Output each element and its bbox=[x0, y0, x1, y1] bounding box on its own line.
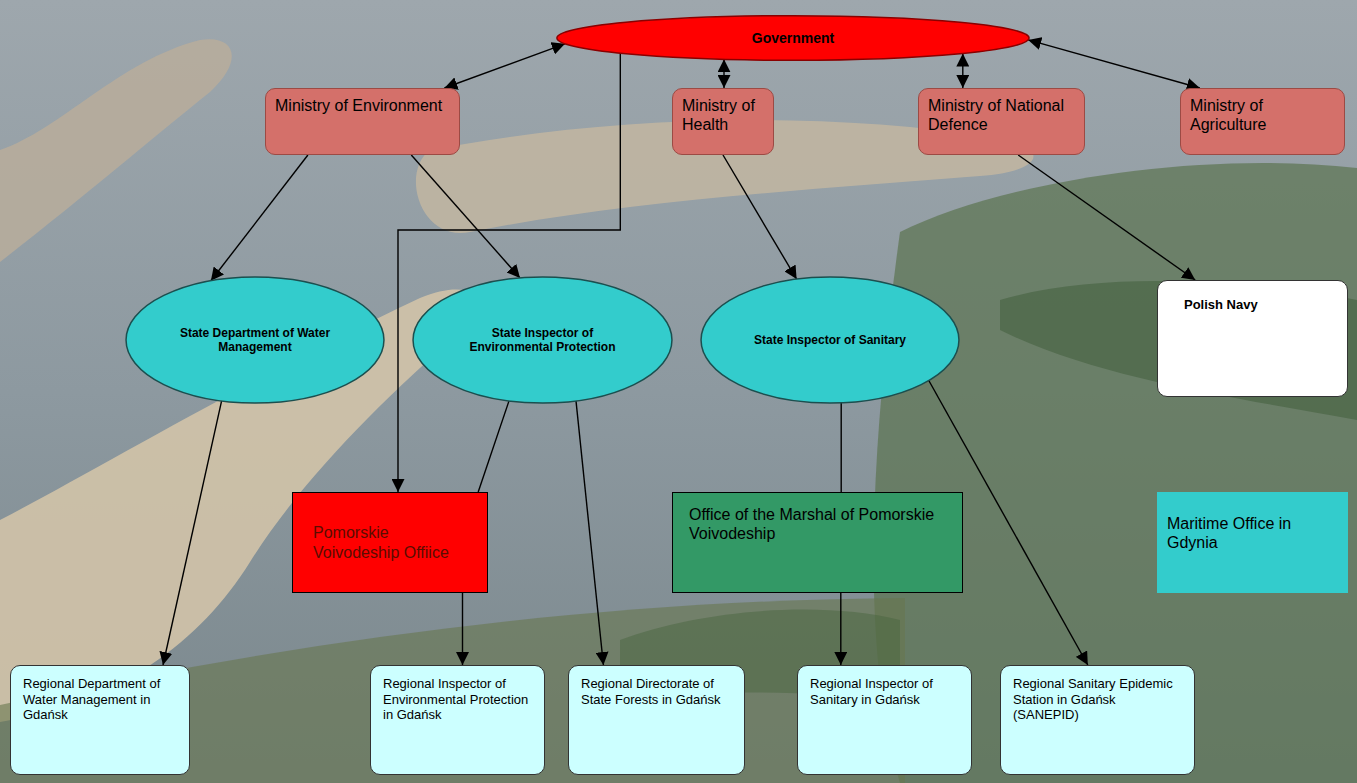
ministry-box: Ministry of National Defence bbox=[918, 88, 1085, 155]
connector-arrow bbox=[411, 155, 520, 278]
node-label: Ministry of Agriculture bbox=[1190, 96, 1335, 134]
connector-arrow bbox=[211, 155, 308, 281]
connector-arrow bbox=[576, 401, 603, 665]
sandbar bbox=[0, 39, 232, 262]
voivodeship-office-box: Pomorskie Voivodeship Offiice bbox=[292, 492, 488, 593]
ellipse-shape bbox=[701, 277, 959, 403]
connector-arrow bbox=[723, 155, 797, 279]
node-label: State Department of Water Management bbox=[168, 326, 343, 355]
regional-office-box: Regional Department of Water Management … bbox=[10, 665, 190, 775]
node-label: Regional Sanitary Epidemic Station in Gd… bbox=[1013, 676, 1182, 723]
connector-arrow bbox=[840, 593, 841, 665]
maritime-office-box: Maritime Office in Gdynia bbox=[1157, 492, 1348, 593]
regional-office-box: Regional Directorate of State Forests in… bbox=[568, 665, 745, 775]
state-agency-ellipse: State Department of Water Management bbox=[125, 275, 385, 405]
node-label: Regional Directorate of State Forests in… bbox=[581, 676, 732, 707]
node-label: Ministry of Environment bbox=[275, 96, 450, 115]
node-label: Ministry of Health bbox=[682, 96, 764, 134]
node-label: Regional Department of Water Management … bbox=[23, 676, 177, 723]
node-label: State Inspector of Environmental Protect… bbox=[455, 326, 630, 355]
marshal-office-box: Office of the Marshal of Pomorskie Voivo… bbox=[672, 492, 963, 593]
node-label: Regional Inspector of Environmental Prot… bbox=[383, 676, 532, 723]
connector-arrow bbox=[723, 59, 724, 88]
ellipse-shape bbox=[557, 16, 1029, 61]
regional-office-box: Regional Inspector of Sanitary in Gdańsk bbox=[797, 665, 972, 775]
node-label: Maritime Office in Gdynia bbox=[1167, 514, 1338, 552]
ministry-box: Ministry of Agriculture bbox=[1180, 88, 1345, 155]
ministry-box: Ministry of Health bbox=[672, 88, 774, 155]
vegetation bbox=[0, 598, 905, 783]
navy-box: Polish Navy bbox=[1157, 280, 1348, 397]
connector-arrow bbox=[444, 44, 565, 88]
regional-office-box: Regional Inspector of Environmental Prot… bbox=[370, 665, 545, 775]
ellipse-shape bbox=[126, 277, 384, 403]
connector-arrow bbox=[962, 54, 963, 89]
connector-arrow bbox=[163, 401, 222, 665]
connector-arrow bbox=[1018, 155, 1195, 280]
state-agency-ellipse: State Inspector of Environmental Protect… bbox=[412, 275, 673, 405]
ellipse-shape bbox=[413, 277, 672, 403]
connector-arrow bbox=[478, 401, 509, 492]
government-ellipse: Government bbox=[555, 15, 1031, 61]
ministry-box: Ministry of Environment bbox=[265, 88, 460, 155]
node-label: Regional Inspector of Sanitary in Gdańsk bbox=[810, 676, 959, 707]
node-label: Pomorskie Voivodeship Offiice bbox=[313, 523, 467, 561]
node-label: Government bbox=[752, 30, 834, 47]
state-agency-ellipse: State Inspector of Sanitary bbox=[700, 275, 960, 405]
node-label: Office of the Marshal of Pomorskie Voivo… bbox=[689, 505, 946, 543]
connector-arrow bbox=[1028, 40, 1200, 88]
node-label: Ministry of National Defence bbox=[928, 96, 1075, 134]
regional-office-box: Regional Sanitary Epidemic Station in Gd… bbox=[1000, 665, 1195, 775]
connector-arrow bbox=[841, 403, 842, 492]
node-label: State Inspector of Sanitary bbox=[754, 333, 906, 347]
node-label: Polish Navy bbox=[1184, 297, 1321, 313]
connector-arrow bbox=[462, 593, 463, 665]
